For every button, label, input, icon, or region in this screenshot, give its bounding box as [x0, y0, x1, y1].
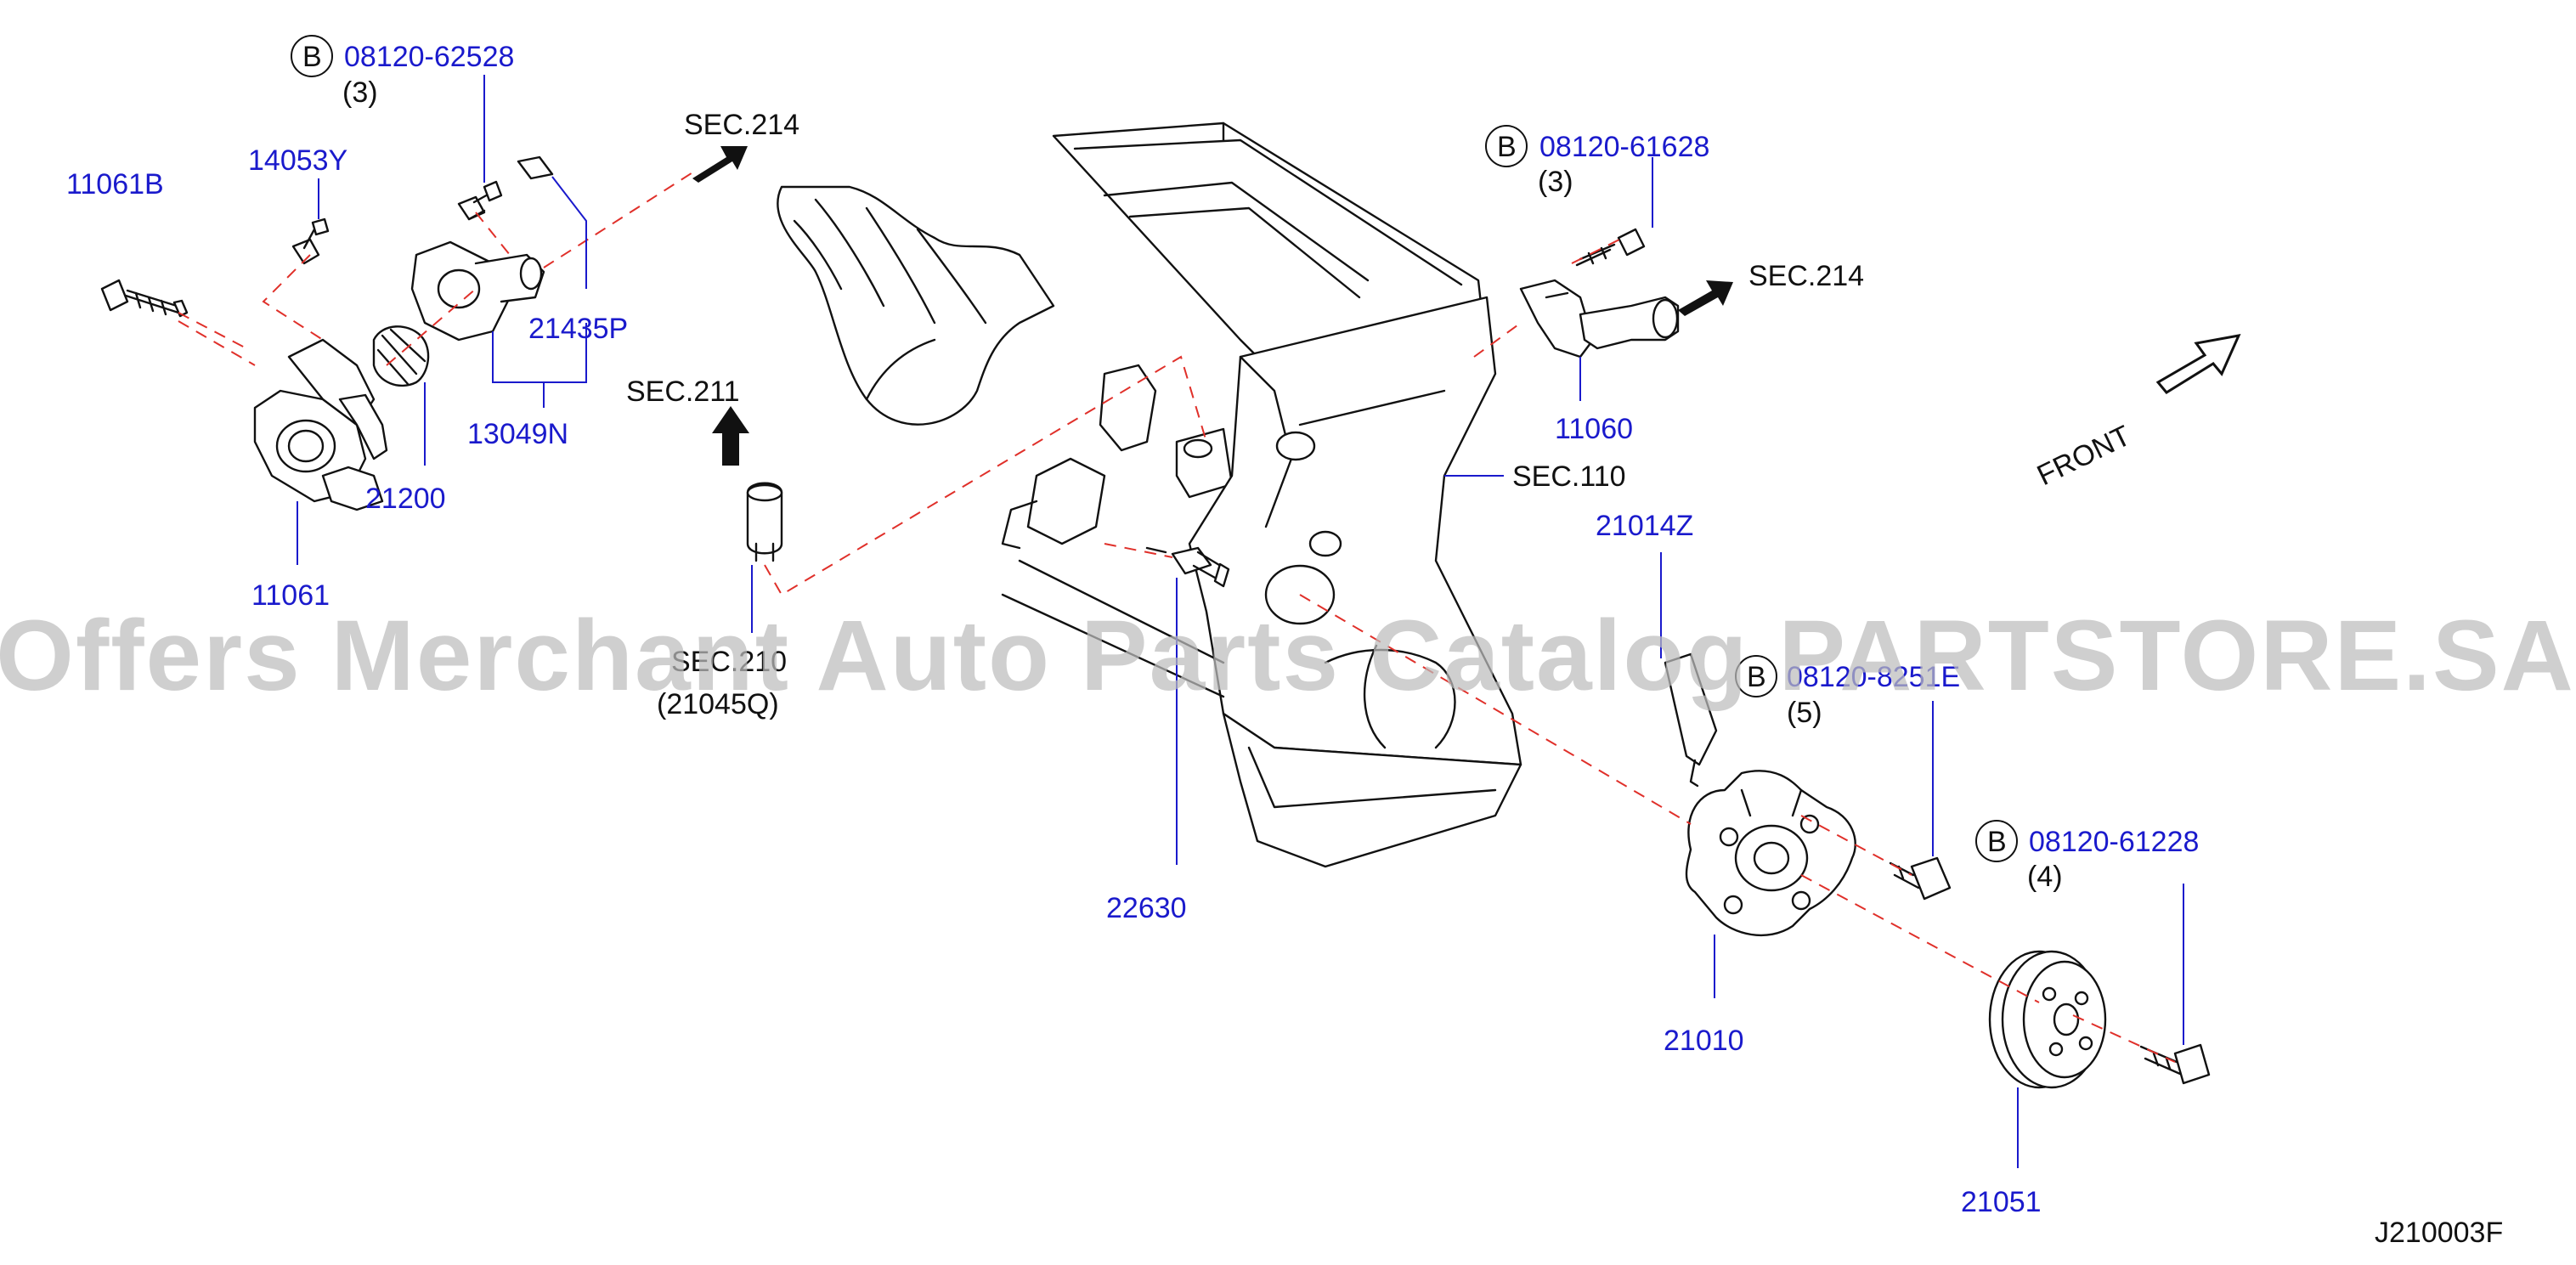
front-direction-label: FRONT	[2032, 420, 2136, 492]
badge-letter: B	[1987, 826, 2007, 858]
part-number-11061[interactable]: 11061	[251, 579, 330, 612]
bolt-badge-icon	[1485, 125, 1528, 167]
arrow-sec214-left	[692, 146, 748, 183]
pump-pulley-illustration	[1988, 950, 2211, 1089]
part-number-11061B[interactable]: 11061B	[66, 168, 164, 200]
part-number-08120-61628[interactable]: 08120-61628	[1539, 131, 1709, 163]
part-number-11060[interactable]: 11060	[1555, 413, 1633, 445]
bolt-badge-icon	[291, 35, 333, 77]
diagram-code: J210003F	[2375, 1217, 2503, 1249]
engine-block-illustration	[777, 121, 1522, 868]
water-pump-illustration	[1664, 652, 1952, 937]
callout-labels: B 08120-62528 (3) 14053Y 11061B 21435P 1…	[66, 35, 2503, 1249]
water-inlet-illustration	[1519, 228, 1680, 359]
section-ref-sec214[interactable]: SEC.214	[684, 109, 799, 141]
quantity-label: (4)	[2027, 861, 2063, 893]
arrow-sec211	[712, 406, 749, 466]
part-number-08120-8251E[interactable]: 08120-8251E	[1787, 661, 1960, 693]
section-ref-sec214[interactable]: SEC.214	[1748, 260, 1864, 292]
section-ref-sec211[interactable]: SEC.211	[626, 376, 740, 408]
part-number-21051[interactable]: 21051	[1961, 1186, 2042, 1218]
section-ref-sec210[interactable]: SEC.210	[671, 646, 787, 678]
part-number-13049N[interactable]: 13049N	[467, 418, 568, 450]
assembly-dashed-lines	[178, 169, 2176, 1063]
bolt-badge-icon	[1735, 655, 1777, 697]
water-temp-sender-illustration	[1145, 546, 1230, 588]
section-ref-sec110[interactable]: SEC.110	[1512, 460, 1626, 493]
part-number-21014Z[interactable]: 21014Z	[1596, 510, 1693, 542]
badge-letter: B	[302, 41, 322, 73]
part-number-08120-61228[interactable]: 08120-61228	[2029, 826, 2199, 858]
quantity-label: (5)	[1787, 697, 1822, 729]
section-ref-sub-part: (21045Q)	[657, 688, 779, 720]
thermostat-housing-illustration	[100, 155, 554, 511]
arrow-sec214-right	[1678, 280, 1733, 316]
quantity-label: (3)	[342, 76, 378, 109]
badge-letter: B	[1497, 131, 1517, 163]
front-arrow-icon	[2155, 334, 2241, 394]
section-arrows	[692, 146, 2241, 466]
part-number-21200[interactable]: 21200	[365, 483, 446, 515]
leader-lines	[297, 75, 2184, 1168]
part-number-22630[interactable]: 22630	[1106, 892, 1187, 924]
part-number-21010[interactable]: 21010	[1664, 1025, 1744, 1057]
part-number-14053Y[interactable]: 14053Y	[248, 144, 347, 177]
part-number-08120-62528[interactable]: 08120-62528	[344, 41, 514, 73]
part-number-21435P[interactable]: 21435P	[528, 313, 628, 345]
bolt-badge-icon	[1975, 820, 2018, 862]
quantity-label: (3)	[1538, 166, 1573, 198]
watermark-text: Offers Merchant Auto Parts Catalog PARTS…	[0, 600, 2575, 712]
badge-letter: B	[1747, 661, 1766, 693]
temperature-sensor-illustration	[746, 482, 783, 562]
